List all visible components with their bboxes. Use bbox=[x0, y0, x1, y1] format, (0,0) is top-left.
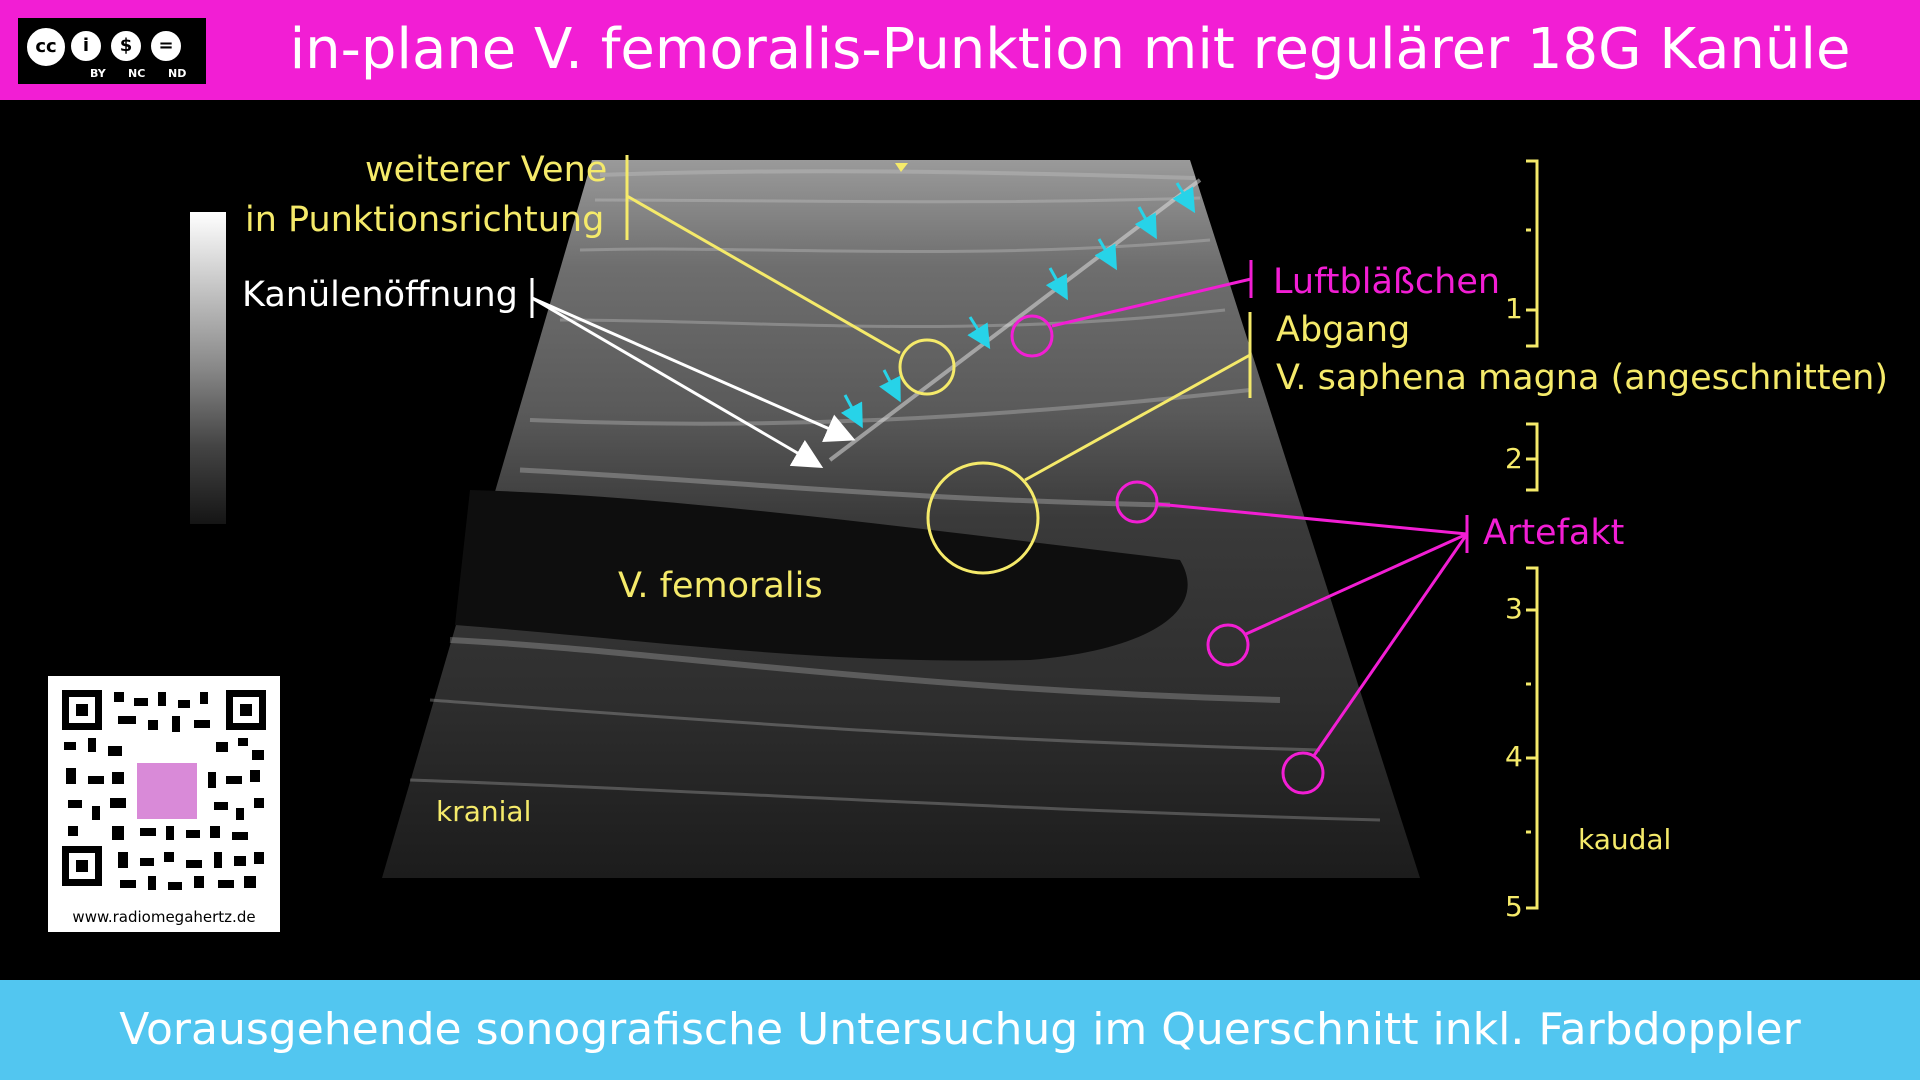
grayscale-bar bbox=[190, 212, 226, 524]
tissue-layers bbox=[519, 169, 1251, 508]
nd-icon: = bbox=[148, 28, 184, 64]
label-kranial: kranial bbox=[436, 795, 532, 828]
label-artefakt: Artefakt bbox=[1483, 513, 1625, 553]
label-v-femoralis: V. femoralis bbox=[618, 566, 823, 606]
qr-finder-top-left bbox=[62, 690, 102, 730]
label-kaudal: kaudal bbox=[1578, 823, 1672, 856]
circle-artefakt-3 bbox=[1281, 751, 1325, 795]
depth-scale bbox=[1526, 159, 1539, 910]
leader-artefakt-3 bbox=[1311, 533, 1469, 758]
vein-lumen bbox=[455, 490, 1188, 661]
circle-artefakt-1 bbox=[1115, 480, 1159, 524]
arrow-kanuelenoeffnung-2 bbox=[531, 296, 824, 469]
label-weitere-vene-2: in Punktionsrichtung bbox=[245, 200, 605, 240]
label-kanuelenoeffnung: Kanülenöffnung bbox=[242, 275, 518, 315]
needle-arrow bbox=[1134, 206, 1157, 240]
circle-weitere-vene bbox=[898, 338, 956, 396]
by-icon: i bbox=[68, 28, 104, 64]
leader-luftblaesschen bbox=[1051, 277, 1252, 328]
label-luftblaesschen: Luftbläßchen bbox=[1273, 262, 1501, 302]
probe-marker bbox=[895, 163, 908, 172]
label-abgang-2: V. saphena magna (angeschnitten) bbox=[1276, 358, 1888, 398]
circle-luftblaesschen bbox=[1010, 314, 1054, 358]
circle-abgang bbox=[926, 461, 1040, 575]
qr-finder-top-right bbox=[226, 690, 266, 730]
qr-modules bbox=[64, 692, 264, 890]
yellow-annotations bbox=[625, 155, 1252, 575]
footer-caption: Vorausgehende sonografische Untersuchug … bbox=[119, 1004, 1801, 1055]
needle-arrow bbox=[1172, 182, 1196, 214]
magenta-annotations bbox=[1010, 260, 1469, 795]
deep-tissue-layers bbox=[409, 637, 1381, 822]
leader-artefakt-1 bbox=[1156, 502, 1468, 536]
license-by-label: BY bbox=[90, 67, 106, 80]
qr-code[interactable]: www.radiomegahertz.de bbox=[48, 676, 280, 932]
cc-icon: cc bbox=[24, 25, 68, 69]
needle-arrow bbox=[879, 369, 901, 403]
needle-arrow bbox=[967, 316, 991, 350]
leader-abgang bbox=[1024, 353, 1251, 482]
label-abgang-1: Abgang bbox=[1276, 310, 1411, 350]
label-weitere-vene-1: weiterer Vene bbox=[365, 150, 608, 190]
needle-arrows bbox=[840, 182, 1196, 429]
needle-arrow bbox=[1045, 267, 1068, 301]
depth-tick-3: 3 bbox=[1505, 592, 1523, 625]
cc-license-badge[interactable]: cc i $ = BY NC ND bbox=[18, 18, 206, 84]
qr-url: www.radiomegahertz.de bbox=[72, 908, 256, 926]
footer-bar: Vorausgehende sonografische Untersuchug … bbox=[0, 980, 1920, 1080]
header-bar: cc i $ = BY NC ND in-plane V. femoralis-… bbox=[0, 0, 1920, 100]
license-nd-label: ND bbox=[168, 67, 187, 80]
arrow-kanuelenoeffnung-1 bbox=[531, 296, 856, 443]
white-annotations bbox=[530, 278, 856, 469]
depth-tick-1: 1 bbox=[1505, 292, 1523, 325]
needle-arrow bbox=[840, 394, 863, 429]
circle-artefakt-2 bbox=[1206, 623, 1250, 667]
ultrasound-sector bbox=[382, 160, 1420, 878]
depth-tick-2: 2 bbox=[1505, 442, 1523, 475]
needle-arrow bbox=[1094, 238, 1117, 271]
qr-logo bbox=[134, 760, 200, 822]
depth-tick-5: 5 bbox=[1505, 890, 1523, 923]
license-nc-label: NC bbox=[128, 67, 146, 80]
leader-weitere-vene bbox=[626, 194, 901, 355]
page-title: in-plane V. femoralis-Punktion mit regul… bbox=[289, 17, 1851, 82]
depth-tick-4: 4 bbox=[1505, 740, 1523, 773]
qr-finder-bottom-left bbox=[62, 846, 102, 886]
nc-icon: $ bbox=[108, 28, 144, 64]
leader-artefakt-2 bbox=[1245, 532, 1468, 636]
